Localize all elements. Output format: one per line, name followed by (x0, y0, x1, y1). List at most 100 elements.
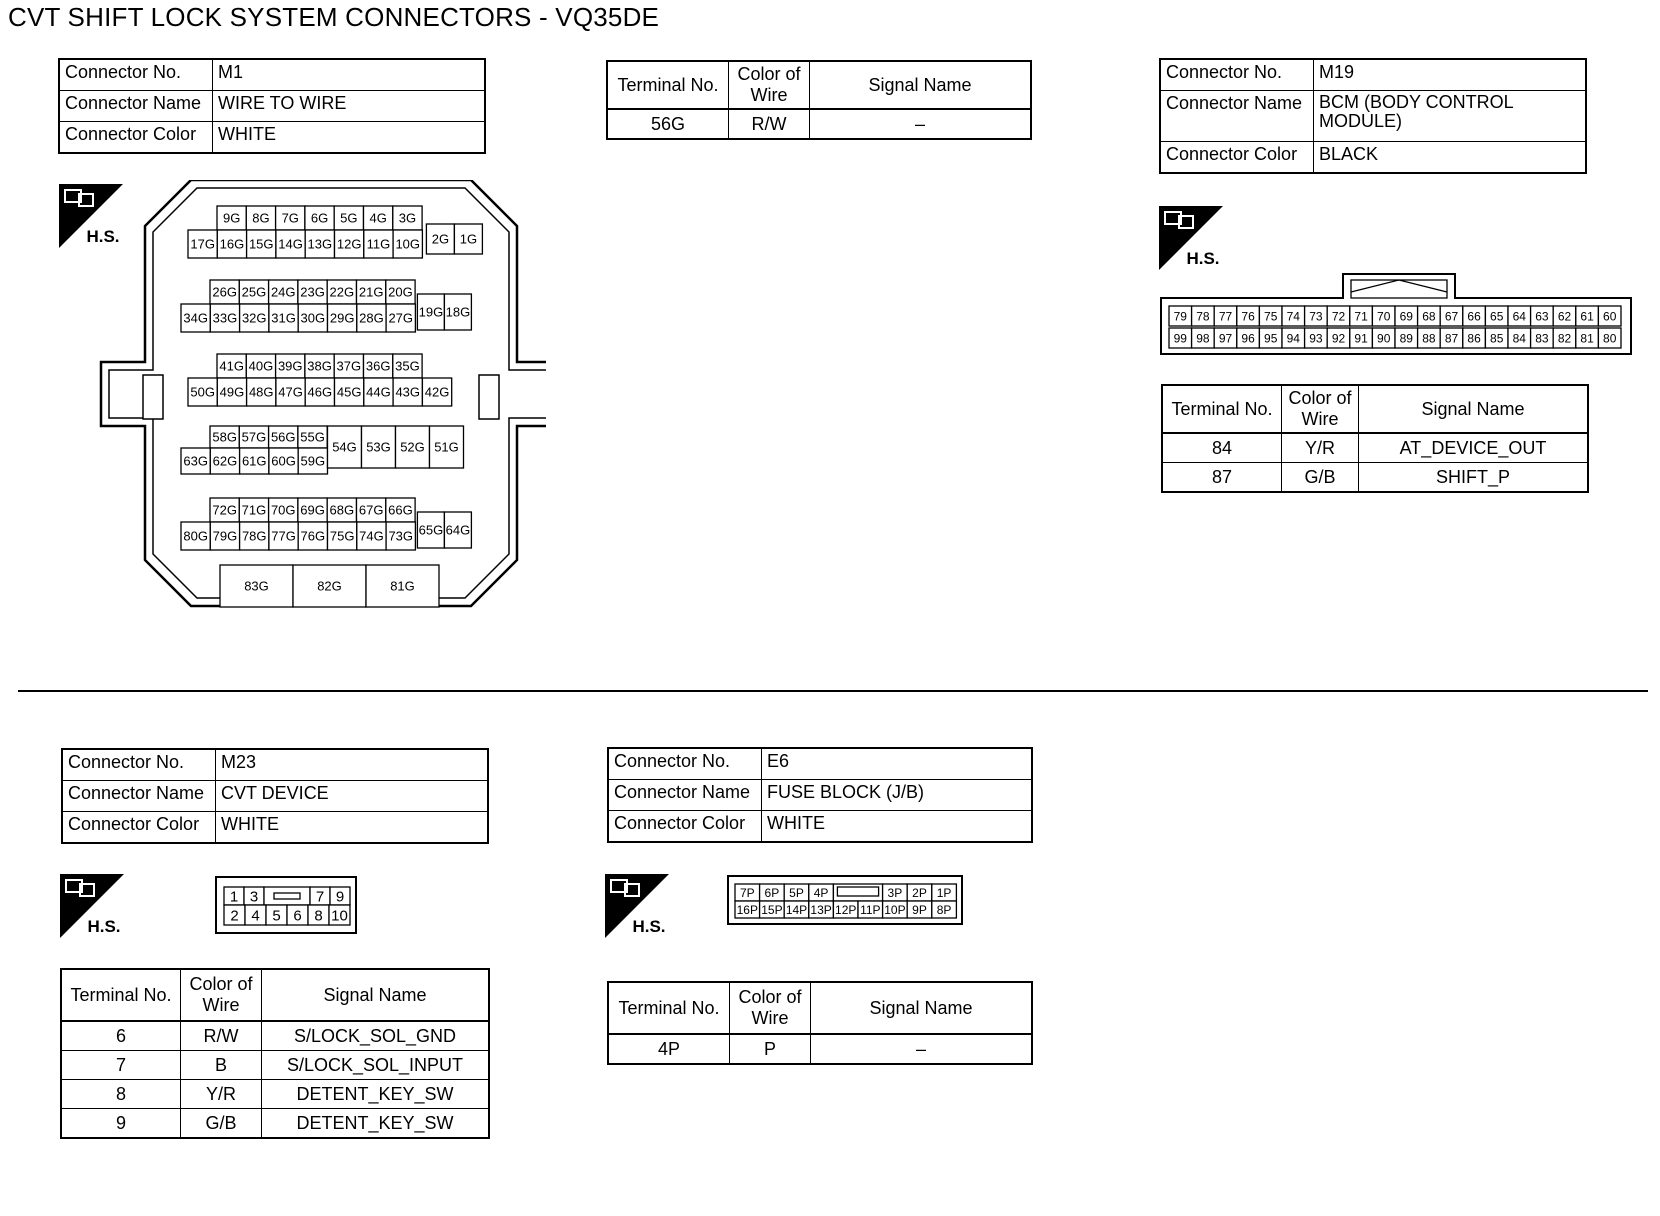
pin-label: 8P (937, 903, 952, 917)
pin-cell (268, 303, 299, 333)
e6-terminal-table: Terminal No. Color of Wire Signal Name 4… (607, 981, 1033, 1065)
pin-label: 76 (1241, 309, 1255, 323)
pin-label: 12P (835, 903, 856, 917)
pin-label: 81 (1580, 331, 1594, 345)
pin-label: 34G (183, 311, 208, 326)
pin-label: 17G (190, 237, 215, 252)
pin-label: 1G (460, 232, 477, 247)
pin-label: 11G (367, 237, 391, 252)
pin-cell (238, 521, 270, 551)
pin-cell (297, 497, 328, 523)
pin-cell (304, 377, 336, 407)
connector-name-value: WIRE TO WIRE (212, 90, 486, 122)
color-of-wire-header: Color of Wire (728, 60, 810, 110)
pin-cell (392, 377, 424, 407)
pin-cell (363, 229, 394, 259)
pin-cell (363, 377, 394, 407)
connector-color-value: WHITE (212, 121, 486, 154)
pin-label: 26G (212, 285, 237, 300)
pin-cell (333, 205, 365, 231)
pin-label: 15P (761, 903, 782, 917)
pin-label: 80G (183, 529, 208, 544)
harness-side-icon: H.S. (605, 874, 669, 938)
pin-label: 16G (220, 237, 245, 252)
pin-cell (385, 521, 417, 551)
signal-cell: – (809, 108, 1032, 140)
pin-label: 82G (317, 579, 342, 594)
table-row: 4P P – (607, 1033, 1033, 1065)
hs-label: H.S. (87, 917, 120, 936)
table-row: 8 Y/R DETENT_KEY_SW (60, 1079, 490, 1109)
connector-no-row: Connector No. E6 (607, 747, 1033, 780)
key-slot (263, 886, 311, 906)
pin-cell (268, 521, 299, 551)
pin-label: 5G (340, 211, 357, 226)
pin-label: 48G (249, 385, 274, 400)
signal-cell: DETENT_KEY_SW (261, 1108, 490, 1139)
connector-color-row: Connector Color WHITE (607, 810, 1033, 843)
pin-label: 99 (1174, 331, 1188, 345)
connector-name-value: CVT DEVICE (215, 780, 489, 812)
pin-label: 81G (390, 579, 415, 594)
pin-label: 67G (359, 503, 384, 518)
pin-cell (326, 425, 363, 469)
key-marker (836, 886, 880, 897)
hs-label: H.S. (86, 227, 119, 246)
pin-label: 77G (271, 529, 296, 544)
pin-label: 45G (337, 385, 362, 400)
terminal-cell: 6 (60, 1020, 181, 1051)
pin-label: 72 (1332, 309, 1346, 323)
pin-label: 74 (1287, 309, 1301, 323)
pin-label: 60 (1603, 309, 1617, 323)
pin-label: 32G (242, 311, 267, 326)
connector-no-row: Connector No. M19 (1159, 58, 1587, 91)
pin-cell (297, 521, 329, 551)
pin-cell (392, 205, 423, 231)
key-marker (1350, 279, 1448, 293)
pin-label: 49G (220, 385, 245, 400)
wire-cell: Y/R (180, 1079, 262, 1109)
connector-no-label: Connector No. (58, 58, 213, 91)
connector-no-value: E6 (761, 747, 1033, 780)
pin-label: 4P (814, 886, 829, 900)
pin-label: 41G (219, 359, 244, 374)
pin-cell (275, 229, 306, 259)
pin-label: 1 (230, 888, 238, 905)
connector-no-row: Connector No. M1 (58, 58, 486, 91)
m23-info-table: Connector No. M23 Connector Name CVT DEV… (61, 748, 489, 844)
pin-label: 2G (432, 232, 449, 247)
pin-cell (1597, 327, 1622, 349)
connector-name-row: Connector Name BCM (BODY CONTROL MODULE) (1159, 90, 1587, 142)
connector-color-label: Connector Color (61, 811, 216, 844)
pin-label: 2 (230, 907, 238, 924)
header-row: Terminal No. Color of Wire Signal Name (60, 968, 490, 1022)
pin-cell (209, 279, 240, 305)
signal-cell: – (810, 1033, 1033, 1065)
pin-label: 73 (1309, 309, 1323, 323)
pin-label: 54G (332, 440, 357, 455)
pin-cell (292, 564, 367, 608)
pin-label: 71 (1354, 309, 1368, 323)
pin-label: 31G (271, 311, 296, 326)
pin-label: 69G (300, 503, 325, 518)
pin-label: 91 (1354, 331, 1368, 345)
pin-label: 78 (1196, 309, 1210, 323)
pin-label: 5P (789, 886, 804, 900)
m19-terminal-table: Terminal No. Color of Wire Signal Name 8… (1161, 384, 1589, 493)
pin-cell (385, 303, 417, 333)
pin-label: 90 (1377, 331, 1391, 345)
pin-cell (297, 447, 329, 475)
pin-label: 74G (359, 529, 384, 544)
locking-tab (478, 374, 500, 420)
wire-cell: P (729, 1033, 811, 1065)
pin-label: 68 (1422, 309, 1436, 323)
pin-label: 63 (1535, 309, 1549, 323)
pin-cell (931, 900, 958, 919)
pin-label: 8G (252, 211, 269, 226)
connector-name-value: BCM (BODY CONTROL MODULE) (1313, 90, 1587, 142)
pin-label: 21G (359, 285, 384, 300)
key-marker (273, 892, 301, 900)
table-row: 84 Y/R AT_DEVICE_OUT (1161, 432, 1589, 463)
pin-cell (333, 353, 365, 379)
pin-label: 56G (271, 430, 296, 445)
